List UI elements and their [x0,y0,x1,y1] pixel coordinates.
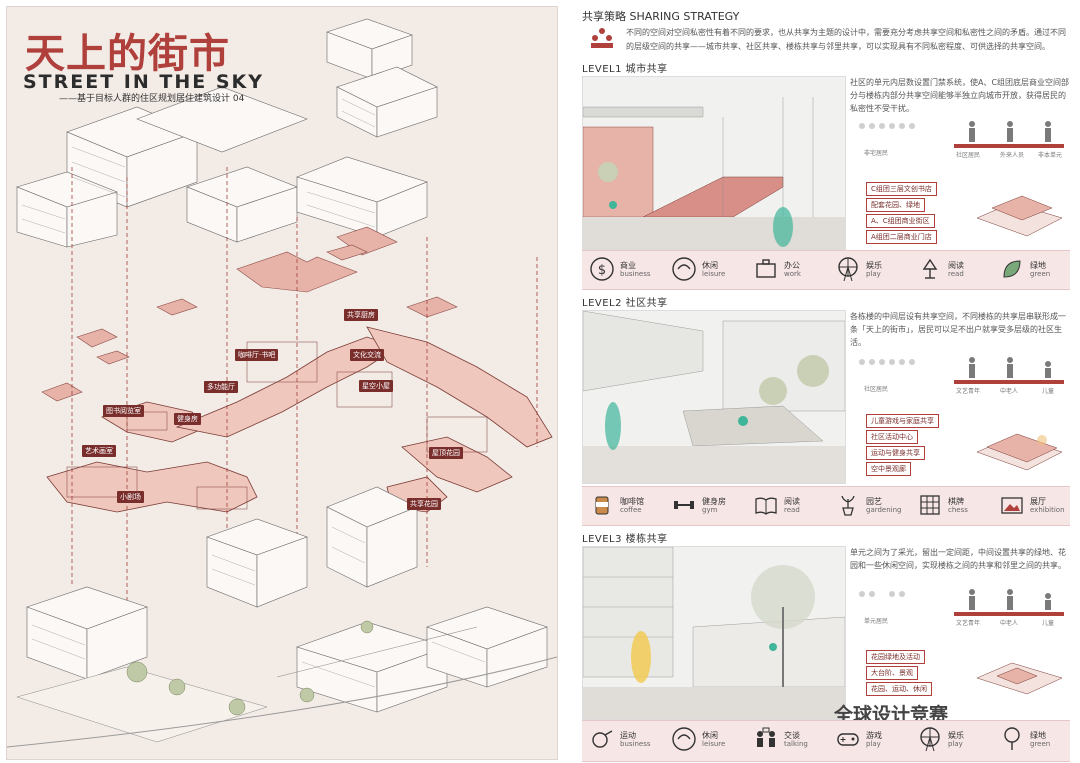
level3-description: 单元之间为了采光，留出一定间距，中间设置共享的绿地、花园和一些休闲空间，实现楼栋… [850,548,1066,570]
isometric-drawing [7,18,557,748]
people-group-icon [591,28,613,48]
level2-tag: 运动与健身共享 [866,446,925,460]
gamepad-icon [837,733,859,746]
level1-description: 社区的单元内层数设置门禁系统，使A、C组团底层商业空间部分与楼栋内部分共享空间能… [850,78,1070,113]
lamp-icon [922,258,938,279]
level1-tag: A、C组团商业街区 [866,214,935,228]
poster-tag: 健身房 [174,413,201,425]
level1-people-diagram: 非宅居民 社区居民 外来人员 非本单元 [850,118,1070,159]
poster-tag: 共享花园 [407,498,441,510]
chessboard-icon [920,495,940,515]
picture-frame-icon [1001,497,1023,514]
poster-tag: 共享厨房 [344,309,378,321]
strategy-sheet: 共享策略 SHARING STRATEGY 不同的空间对空间私密性有着不同的要求… [572,0,1080,763]
poster-title-cn: 天上的街市 [25,30,230,77]
poster-tag: 图书阅览室 [103,405,144,417]
poster-tag: 小剧场 [117,491,144,503]
isometric-poster: 天上的街市 STREET IN THE SKY ——基于目标人群的住区规划居住建… [6,6,558,760]
poster-tag: 艺术画室 [82,445,116,457]
coffee-cup-icon [595,496,609,515]
business-icon: $ [590,257,614,281]
poster-tag: 多功能厅 [204,381,238,393]
strategy-title: 共享策略 SHARING STRATEGY [582,10,740,23]
poster-tag: 屋顶花园 [429,447,463,459]
level3-title: LEVEL3 楼栋共享 [582,534,668,545]
poster-subtitle: ——基于目标人群的住区规划居住建筑设计 04 [59,94,245,104]
svg-text:$: $ [598,263,606,278]
plant-pot-icon [841,495,855,516]
level2-tag: 空中景观廊 [866,462,911,476]
poster-tag: 文化交流 [350,349,384,361]
talking-people-icon [757,727,775,747]
poster-tag: 星空小屋 [359,380,393,392]
ferris-wheel-icon [838,257,858,282]
level2-description: 各栋楼的中间层设有共享空间，不同楼栋的共享层串联形成一条「天上的街市」，居民可以… [850,312,1066,347]
whistle-icon [592,730,613,748]
level1-illustration [582,76,846,250]
level3-mini-axonometric [976,662,1063,695]
briefcase-icon [756,259,776,278]
leisure-icon [672,257,696,281]
level3-illustration [582,546,846,720]
leaf-icon [1003,260,1021,278]
poster-title-en: STREET IN THE SKY [23,71,265,93]
level2-illustration [582,310,846,484]
level2-people-diagram: 社区居民 文艺青年 中老人 儿童 [850,354,1070,395]
level2-mini-axonometric [976,433,1063,471]
level1-mini-axonometric [976,195,1063,237]
level1-tag: 配套花园、绿地 [866,198,925,212]
level3-tag: 大台阶、景观 [866,666,918,680]
leisure-icon [672,727,696,751]
level3-people-diagram: 单元居民 文艺青年 中老人 儿童 [850,586,1070,627]
tree-icon [1004,727,1020,750]
book-icon [755,497,777,515]
level2-tag: 社区活动中心 [866,430,918,444]
dumbbell-icon [674,501,694,509]
level2-title: LEVEL2 社区共享 [582,298,668,309]
strategy-text: 不同的空间对空间私密性有着不同的要求，也从共享为主题的设计中，需要充分考虑共享空… [626,28,1066,51]
level1-tag: C组团三层文创书店 [866,182,937,196]
level1-title: LEVEL1 城市共享 [582,64,668,75]
level2-tag: 儿童游戏与家庭共享 [866,414,939,428]
level1-tag: A组团二层商业门店 [866,230,937,244]
poster-tag: 咖啡厅·书吧 [235,349,279,361]
ferris-wheel-icon [920,727,940,752]
level3-tag: 花园绿地及活动 [866,650,925,664]
level3-tag: 花园、运动、休闲 [866,682,932,696]
